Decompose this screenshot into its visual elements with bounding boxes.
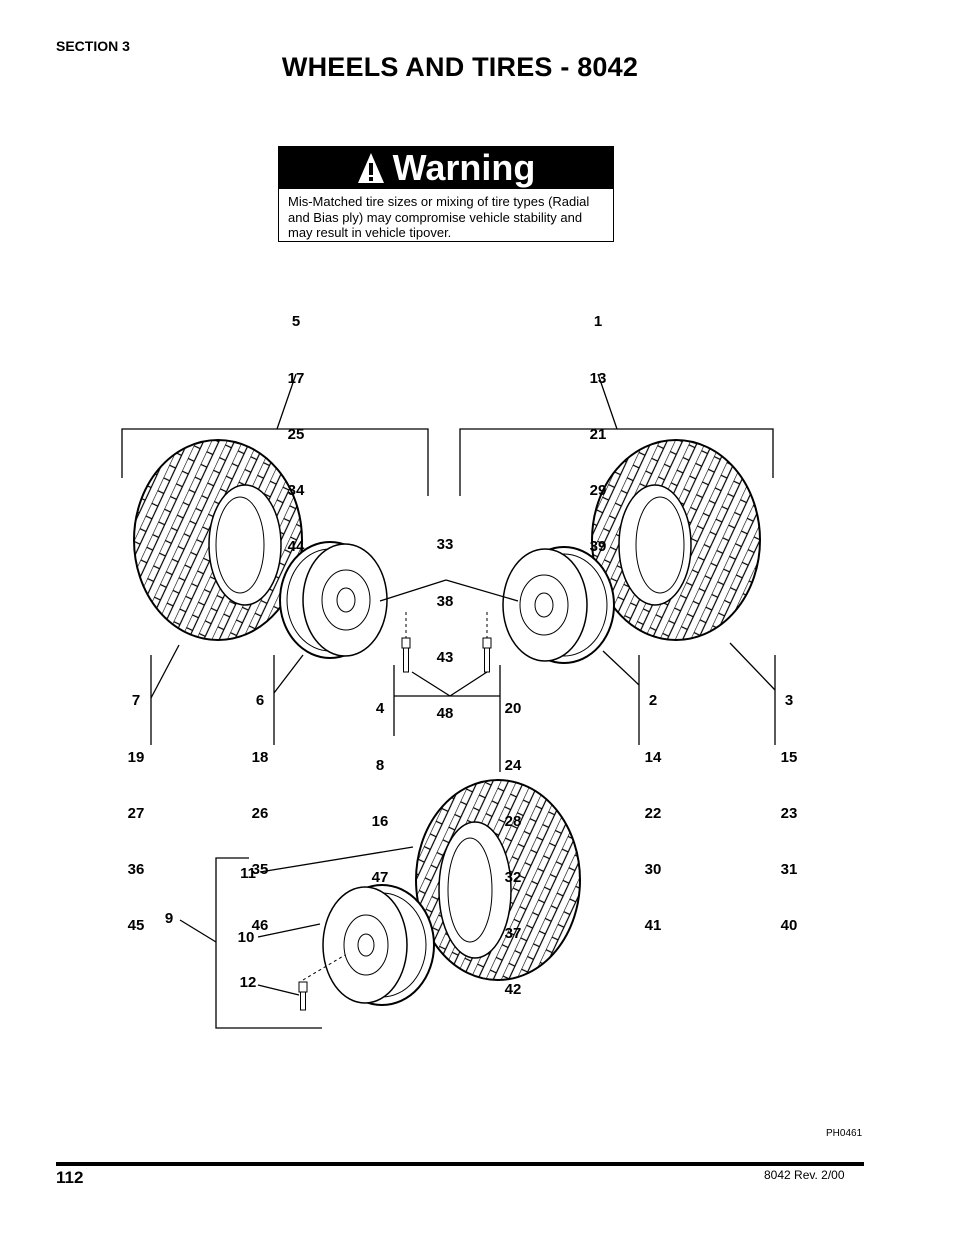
callout-number: 33 [436, 536, 454, 554]
callout-number: 3 [784, 692, 794, 710]
footer-rule [56, 1162, 864, 1166]
callout-number: 14 [644, 748, 662, 766]
callout-number: 16 [371, 812, 389, 830]
right-tire [591, 439, 761, 641]
warning-heading: Warning [392, 147, 536, 188]
callout-number: 18 [251, 748, 269, 766]
callout-number: 36 [127, 860, 145, 878]
callout-number: 2 [648, 692, 658, 710]
callout-number: 1 [593, 313, 603, 331]
callout-number: 48 [436, 704, 454, 722]
callout-number: 39 [589, 537, 607, 555]
callout-number: 43 [436, 648, 454, 666]
callout-number: 32 [504, 868, 522, 886]
photo-id: PH0461 [826, 1128, 863, 1139]
callout-top-right: 1 13 21 29 39 [584, 276, 612, 575]
callout-number: 37 [504, 924, 522, 942]
warning-triangle-icon [357, 153, 384, 183]
callout-number: 27 [127, 804, 145, 822]
callout-top-left: 5 17 25 34 44 [282, 276, 310, 575]
warning-header: Warning [279, 147, 613, 189]
right-stud [482, 612, 492, 673]
callout-number: 22 [644, 804, 662, 822]
callout-number: 20 [504, 700, 522, 718]
callout-number: 26 [251, 804, 269, 822]
callout-number: 42 [504, 980, 522, 998]
spare-tire [415, 779, 581, 981]
revision-label: 8042 Rev. 2/00 [764, 1168, 845, 1182]
leader-lines [121, 373, 776, 1029]
callout-number: 23 [780, 804, 798, 822]
callout-number: 4 [375, 700, 385, 718]
section-label: SECTION 3 [56, 38, 130, 54]
callout-number: 29 [589, 481, 607, 499]
callout-center: 33 38 43 48 [431, 499, 459, 742]
callout-number: 25 [287, 425, 305, 443]
page-title: WHEELS AND TIRES - 8042 [281, 52, 639, 82]
callout-number: 15 [780, 748, 798, 766]
callout-number: 41 [644, 916, 662, 934]
callout-right-rim: 2 14 22 30 41 [639, 655, 667, 954]
warning-line: Mis-Matched tire sizes or mixing of tire… [288, 194, 590, 209]
callout-number: 30 [644, 860, 662, 878]
right-rim [502, 546, 615, 664]
callout-right-tire: 3 15 23 31 40 [775, 655, 803, 954]
callout-number: 35 [251, 860, 269, 878]
callout-number: 28 [504, 812, 522, 830]
callout-number: 5 [291, 313, 301, 331]
left-rim [279, 541, 388, 659]
callout-number: 24 [504, 756, 522, 774]
callout-number: 21 [589, 425, 607, 443]
warning-line: may result in vehicle tipover. [288, 225, 452, 240]
callout-spare-rim: 10 [237, 929, 255, 946]
callout-number: 46 [251, 916, 269, 934]
spare-rim [322, 884, 435, 1006]
callout-number: 7 [131, 692, 141, 710]
callout-number: 44 [287, 537, 305, 555]
left-stud [401, 612, 411, 673]
callout-number: 8 [375, 756, 385, 774]
callout-left-stud: 4 8 16 47 [366, 663, 394, 906]
callout-left-tire: 7 19 27 36 45 [122, 655, 150, 954]
callout-right-stud: 20 24 28 32 37 42 [499, 663, 527, 1018]
callout-number: 45 [127, 916, 145, 934]
warning-box: Warning Mis-Matched tire sizes or mixing… [278, 146, 614, 242]
callout-number: 40 [780, 916, 798, 934]
page-number: 112 [56, 1168, 84, 1187]
callout-number: 6 [255, 692, 265, 710]
callout-spare-tire: 11 [240, 865, 256, 882]
spare-stud [298, 954, 346, 1011]
callout-number: 17 [287, 369, 305, 387]
callout-number: 47 [371, 868, 389, 886]
callout-spare-group: 9 [164, 910, 174, 927]
callout-number: 31 [780, 860, 798, 878]
callout-number: 38 [436, 592, 454, 610]
callout-number: 19 [127, 748, 145, 766]
callout-number: 34 [287, 481, 305, 499]
callout-spare-stud: 12 [239, 974, 257, 991]
warning-line: and Bias ply) may compromise vehicle sta… [288, 209, 583, 225]
left-tire [133, 439, 303, 641]
warning-text: Mis-Matched tire sizes or mixing of tire… [279, 189, 613, 241]
callout-left-rim: 6 18 26 35 46 [246, 655, 274, 954]
callout-number: 13 [589, 369, 607, 387]
